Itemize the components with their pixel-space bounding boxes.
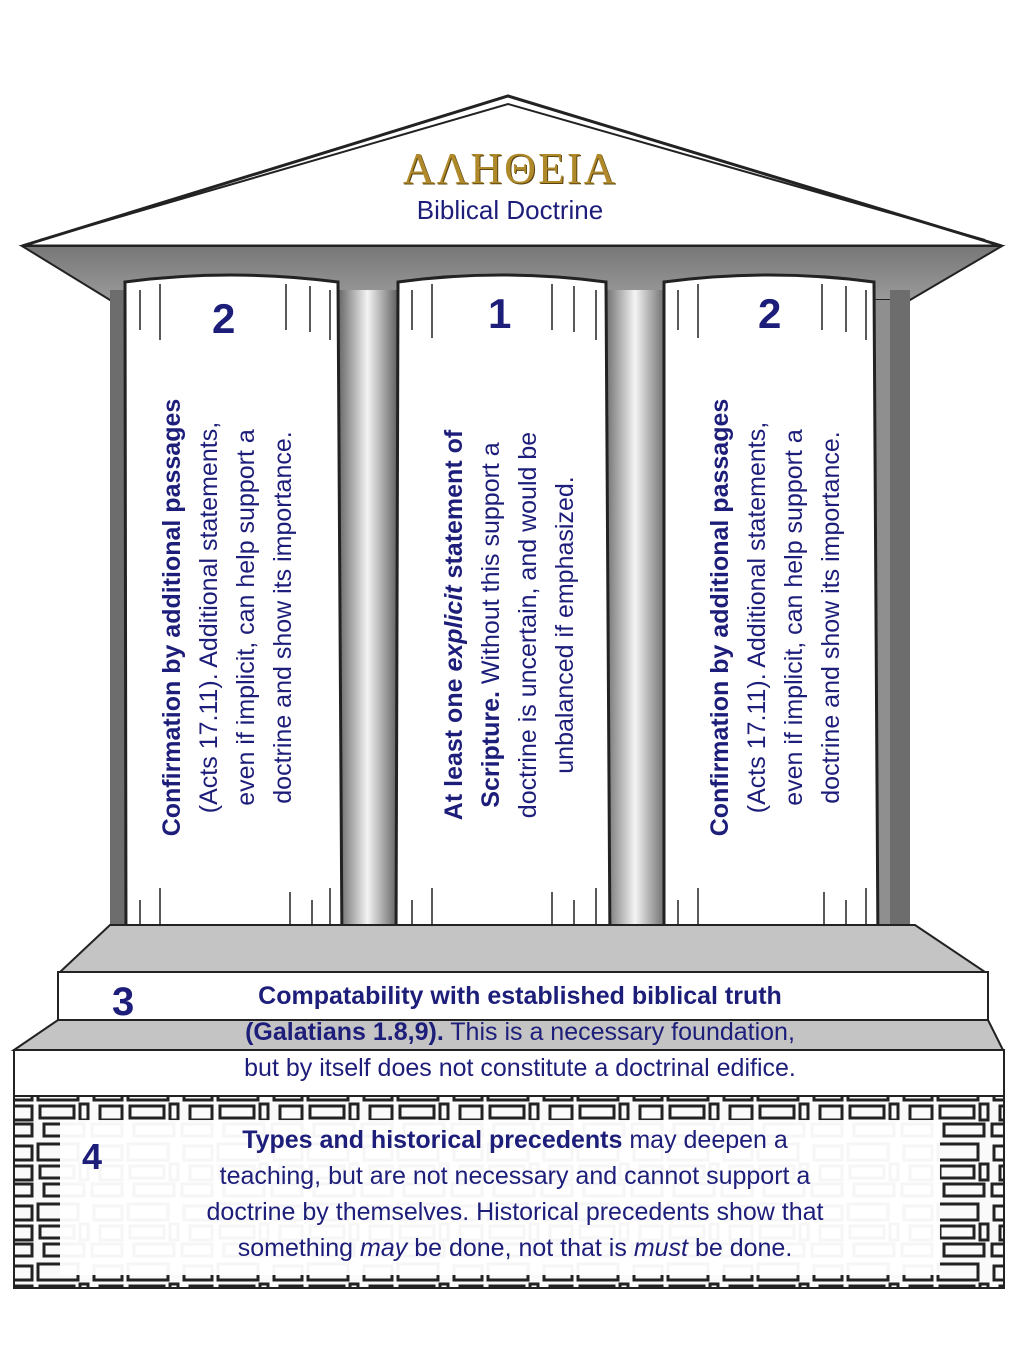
column-right-heading: Confirmation by additional passages: [706, 398, 734, 837]
column-right-text: Confirmation by additional passages (Act…: [702, 345, 850, 890]
column-center-heading-a: At least one: [440, 671, 468, 821]
column-right-number: 2: [758, 290, 782, 337]
step4-line4-em2: must: [633, 1234, 688, 1262]
step4-line2: teaching, but are not necessary and cann…: [219, 1162, 811, 1190]
step3-line2-rest: This is a necessary foundation,: [443, 1018, 795, 1046]
step3-text: Compatability with established biblical …: [150, 978, 890, 1086]
column-center-line4: unbalanced if emphasized.: [551, 476, 579, 774]
step4-line4-a: something: [237, 1234, 361, 1262]
column-center-line2-bold: Scripture.: [477, 691, 505, 808]
step4-line4-c: be done.: [688, 1234, 793, 1262]
step-top: [57, 971, 989, 1021]
column-center-heading-em: explicit: [440, 585, 468, 672]
column-center-number: 1: [488, 290, 512, 337]
step3-number: 3: [112, 980, 135, 1024]
column-center-text: At least one explicit statement of Scrip…: [436, 375, 584, 875]
column-left-text: Confirmation by additional passages (Act…: [154, 345, 302, 890]
step3-line2-bold: (Galatians 1.8,9).: [245, 1018, 444, 1046]
step4-text: Types and historical precedents may deep…: [100, 1122, 930, 1266]
step4-number: 4: [82, 1136, 103, 1177]
step4-line4-b: be done, not that is: [407, 1234, 634, 1262]
column-center-heading-b: statement of: [440, 429, 468, 586]
column-right-line3: even if implicit, can help support a: [780, 429, 808, 806]
step4-line4-em1: may: [360, 1234, 408, 1262]
column-left-line4: doctrine and show its importance.: [269, 431, 297, 804]
column-left-line3: even if implicit, can help support a: [232, 429, 260, 806]
column-right-line4: doctrine and show its importance.: [817, 431, 845, 804]
step-middle: [13, 1049, 1005, 1097]
column-center-line2-rest: Without this support a: [477, 442, 505, 692]
step4-line3: doctrine by themselves. Historical prece…: [206, 1198, 824, 1226]
title-subtitle: Biblical Doctrine: [416, 195, 604, 225]
step3-line1: Compatability with established biblical …: [258, 982, 782, 1010]
column-left-number: 2: [212, 295, 236, 342]
step4-line1-rest: may deepen a: [622, 1126, 788, 1154]
column-right-line2: (Acts 17.11). Additional statements,: [743, 421, 771, 814]
column-left-line2: (Acts 17.11). Additional statements,: [195, 421, 223, 814]
step3-line3: but by itself does not constitute a doct…: [244, 1054, 796, 1082]
title-greek: ΑΛΗΘΕΙΑ: [402, 144, 618, 193]
step4-line1-bold: Types and historical precedents: [242, 1126, 623, 1154]
step-top-surface: [57, 924, 989, 973]
column-left-heading: Confirmation by additional passages: [158, 398, 186, 837]
column-center-line3: doctrine is uncertain, and would be: [514, 431, 542, 819]
